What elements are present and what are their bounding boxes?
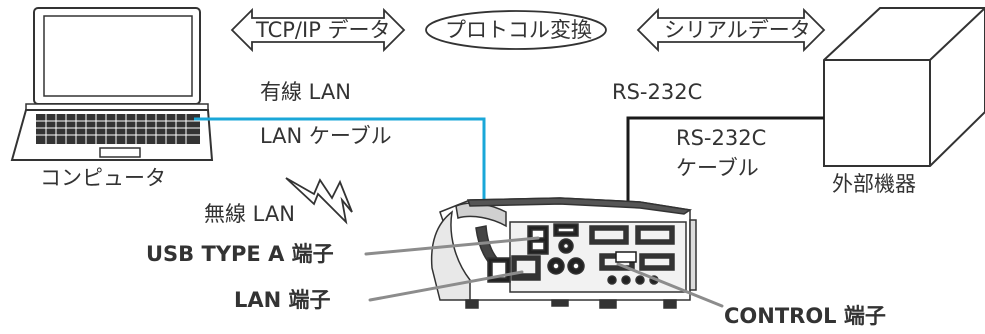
rs232c-label: RS-232C (612, 80, 703, 104)
tcpip-double-arrow (230, 7, 406, 53)
protocol-oval-label: プロトコル変換 (445, 18, 592, 42)
wired-lan-label: 有線 LAN (260, 80, 351, 104)
lan-cable-label: LAN ケーブル (260, 124, 392, 148)
projector-icon (430, 197, 697, 309)
usb-port-label: USB TYPE A 端子 (146, 242, 334, 266)
computer-label: コンピュータ (40, 166, 166, 190)
serial-arrow-label: シリアルデータ (664, 18, 811, 42)
tcpip-arrow-label: TCP/IP データ (256, 18, 391, 42)
external-device-label: 外部機器 (832, 172, 916, 196)
rs232c-cable-label-line2: ケーブル (676, 156, 759, 180)
lan-port-label: LAN 端子 (234, 288, 331, 312)
rs232c-cable-label-line1: RS-232C (676, 126, 767, 150)
laptop-icon (10, 7, 214, 161)
external-box-icon (823, 7, 985, 167)
rs232c-cable (626, 116, 824, 218)
rs232c-plug (615, 251, 637, 263)
protocol-oval (425, 10, 607, 50)
wireless-lan-label: 無線 LAN (204, 202, 295, 226)
serial-double-arrow (636, 7, 826, 53)
lightning-icon (285, 177, 353, 225)
port-leaders (364, 236, 724, 308)
control-port-label: CONTROL 端子 (724, 304, 886, 328)
